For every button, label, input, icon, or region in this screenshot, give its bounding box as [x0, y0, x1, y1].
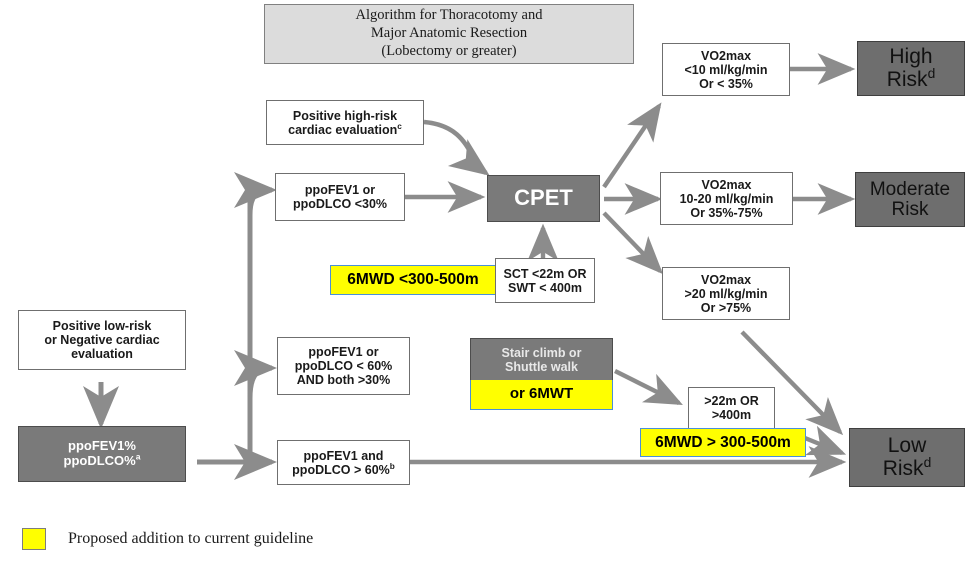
footnote-a: a: [135, 451, 141, 462]
node-ppo-under-30: ppoFEV1 or ppoDLCO <30%: [275, 173, 405, 221]
footnote-d-low: d: [923, 453, 932, 470]
ppo-under-60-label: ppoFEV1 or ppoDLCO < 60% AND both >30%: [294, 345, 393, 387]
vo2max-moderate-label: VO2max 10-20 ml/kg/min Or 35%-75%: [679, 177, 774, 220]
node-vo2max-low: VO2max >20 ml/kg/min Or >75%: [662, 267, 790, 320]
low-risk-label: Low Risk: [882, 434, 927, 480]
title-line-1: Algorithm for Thoracotomy and: [355, 7, 543, 24]
node-sct-swt: SCT <22m OR SWT < 400m: [495, 258, 595, 303]
vo2max-low-label: VO2max >20 ml/kg/min Or >75%: [684, 272, 768, 315]
node-ppofev1-ppodlco-percent: ppoFEV1% ppoDLCO%a: [18, 426, 186, 482]
moderate-risk-label: Moderate Risk: [869, 178, 951, 220]
cpet-label: CPET: [514, 185, 573, 211]
6mwd-high-label: 6MWD > 300-500m: [655, 433, 791, 451]
footnote-b: b: [389, 461, 395, 471]
sct-swt-label: SCT <22m OR SWT < 400m: [503, 266, 587, 295]
algorithm-title-box: Algorithm for Thoracotomy and Major Anat…: [264, 4, 634, 64]
node-stair-climb-shuttle-walk: Stair climb or Shuttle walk: [470, 338, 613, 380]
or-6mwt-label: or 6MWT: [509, 385, 574, 403]
node-low-risk: Low Riskd: [849, 428, 965, 487]
ppo-under-30-label: ppoFEV1 or ppoDLCO <30%: [292, 183, 388, 211]
node-ppo-under-60: ppoFEV1 or ppoDLCO < 60% AND both >30%: [277, 337, 410, 395]
footnote-d-high: d: [927, 64, 936, 81]
high-risk-label: High Risk: [886, 45, 933, 91]
node-threshold-22m-400m: >22m OR >400m: [688, 387, 775, 429]
6mwd-low-label: 6MWD <300-500m: [347, 271, 479, 289]
ppo-percent-label: ppoFEV1% ppoDLCO%: [63, 438, 136, 468]
node-6mwd-over-300-500: 6MWD > 300-500m: [640, 428, 806, 457]
stair-climb-label: Stair climb or Shuttle walk: [501, 345, 582, 374]
legend-label: Proposed addition to current guideline: [68, 530, 314, 547]
positive-high-risk-label: Positive high-risk cardiac evaluation: [288, 108, 398, 137]
legend-swatch-proposed-addition: [22, 528, 46, 550]
node-positive-high-risk-cardiac-eval: Positive high-risk cardiac evaluationc: [266, 100, 424, 145]
positive-low-risk-label: Positive low-risk or Negative cardiac ev…: [44, 319, 160, 361]
vo2max-high-label: VO2max <10 ml/kg/min Or < 35%: [684, 48, 768, 91]
node-vo2max-moderate: VO2max 10-20 ml/kg/min Or 35%-75%: [660, 172, 793, 225]
node-or-6mwt: or 6MWT: [470, 380, 613, 410]
title-line-3: (Lobectomy or greater): [381, 42, 517, 59]
node-cpet: CPET: [487, 175, 600, 222]
legend: Proposed addition to current guideline: [22, 528, 313, 550]
footnote-c: c: [397, 121, 402, 131]
node-moderate-risk: Moderate Risk: [855, 172, 965, 227]
ppo-over-60-label: ppoFEV1 and ppoDLCO > 60%: [292, 448, 390, 477]
title-line-2: Major Anatomic Resection: [370, 25, 528, 42]
node-6mwd-under-300-500: 6MWD <300-500m: [330, 265, 496, 295]
node-positive-low-risk-cardiac-eval: Positive low-risk or Negative cardiac ev…: [18, 310, 186, 370]
node-vo2max-high: VO2max <10 ml/kg/min Or < 35%: [662, 43, 790, 96]
node-ppo-over-60: ppoFEV1 and ppoDLCO > 60%b: [277, 440, 410, 485]
node-high-risk: High Riskd: [857, 41, 965, 96]
threshold-22m-label: >22m OR >400m: [704, 394, 759, 422]
